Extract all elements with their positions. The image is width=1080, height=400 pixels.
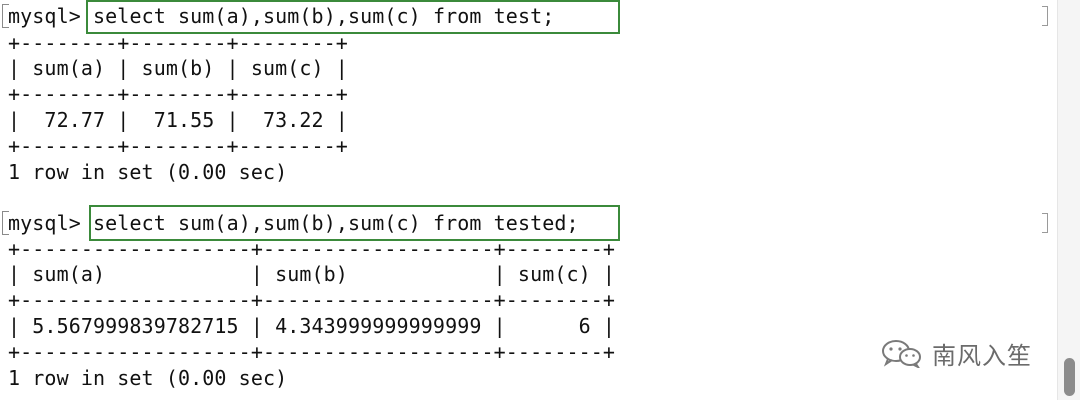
prompt-line-1[interactable]: mysql> select sum(a),sum(b),sum(c) from …: [8, 3, 554, 29]
wechat-icon: [882, 340, 921, 368]
table-header-row: | sum(a) | sum(b) | sum(c) |: [8, 56, 348, 80]
table-border: +-------------------+-------------------…: [8, 288, 616, 312]
table-row: | 72.77 | 71.55 | 73.22 |: [8, 108, 348, 132]
table-border: +-------------------+-------------------…: [8, 340, 616, 364]
command-highlight-box-1: [86, 0, 620, 34]
watermark-text: 南风入笙: [932, 341, 1032, 370]
table-border: +-------------------+-------------------…: [8, 237, 616, 261]
table-border: +--------+--------+--------+: [8, 82, 348, 106]
table-row: | 5.567999839782715 | 4.343999999999999 …: [8, 314, 616, 338]
prompt-label: mysql>: [8, 211, 81, 235]
result-status: 1 row in set (0.00 sec): [8, 366, 288, 390]
line-end-marker-1: [1042, 6, 1048, 26]
command-text: select sum(a),sum(b),sum(c) from test;: [93, 4, 555, 28]
vertical-scrollbar[interactable]: [1057, 0, 1080, 400]
prompt-label: mysql>: [8, 4, 81, 28]
line-end-marker-2: [1042, 213, 1048, 233]
command-highlight-box-2: [89, 205, 620, 241]
result-status: 1 row in set (0.00 sec): [8, 160, 288, 184]
table-header-row: | sum(a) | sum(b) | sum(c) |: [8, 262, 616, 286]
command-text: select sum(a),sum(b),sum(c) from tested;: [93, 211, 579, 235]
table-border: +--------+--------+--------+: [8, 134, 348, 158]
watermark: 南风入笙: [880, 336, 1032, 370]
scrollbar-thumb[interactable]: [1064, 358, 1075, 396]
prompt-line-2[interactable]: mysql> select sum(a),sum(b),sum(c) from …: [8, 210, 579, 236]
prompt-marker-2: [2, 211, 9, 235]
table-border: +--------+--------+--------+: [8, 31, 348, 55]
prompt-marker-1: [2, 4, 9, 28]
